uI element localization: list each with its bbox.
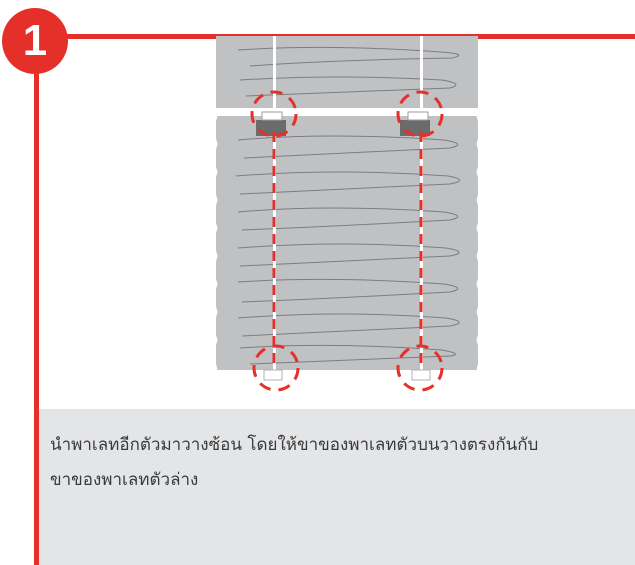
lower-left-leg-top [261, 111, 283, 121]
pallet-left-edge [210, 115, 218, 371]
bottom-left-leg-outline [263, 369, 283, 381]
pallet-right-edge [476, 115, 484, 371]
bottom-right-leg-outline [411, 369, 431, 381]
upper-right-highlight-circle [396, 90, 444, 138]
lower-right-leg-top [407, 111, 429, 121]
lower-pallet-top-body [216, 36, 478, 108]
lower-right-highlight-circle [396, 344, 444, 392]
step-instruction-text: นำพาเลทอีกตัวมาวางซ้อน โดยให้ขาของพาเลทต… [50, 435, 539, 490]
step-side-rule [34, 36, 39, 565]
lower-left-highlight-circle [252, 344, 300, 392]
upper-right-leg [400, 120, 430, 136]
step-number-badge: 1 [2, 8, 68, 74]
pallet-gap-strip [216, 108, 478, 116]
upper-left-highlight-circle [250, 90, 298, 138]
caption-panel [39, 409, 635, 565]
upper-pallet-body [216, 116, 478, 370]
stacked-pallets-illustration [210, 36, 484, 392]
pallet-slat-lines [235, 46, 460, 365]
